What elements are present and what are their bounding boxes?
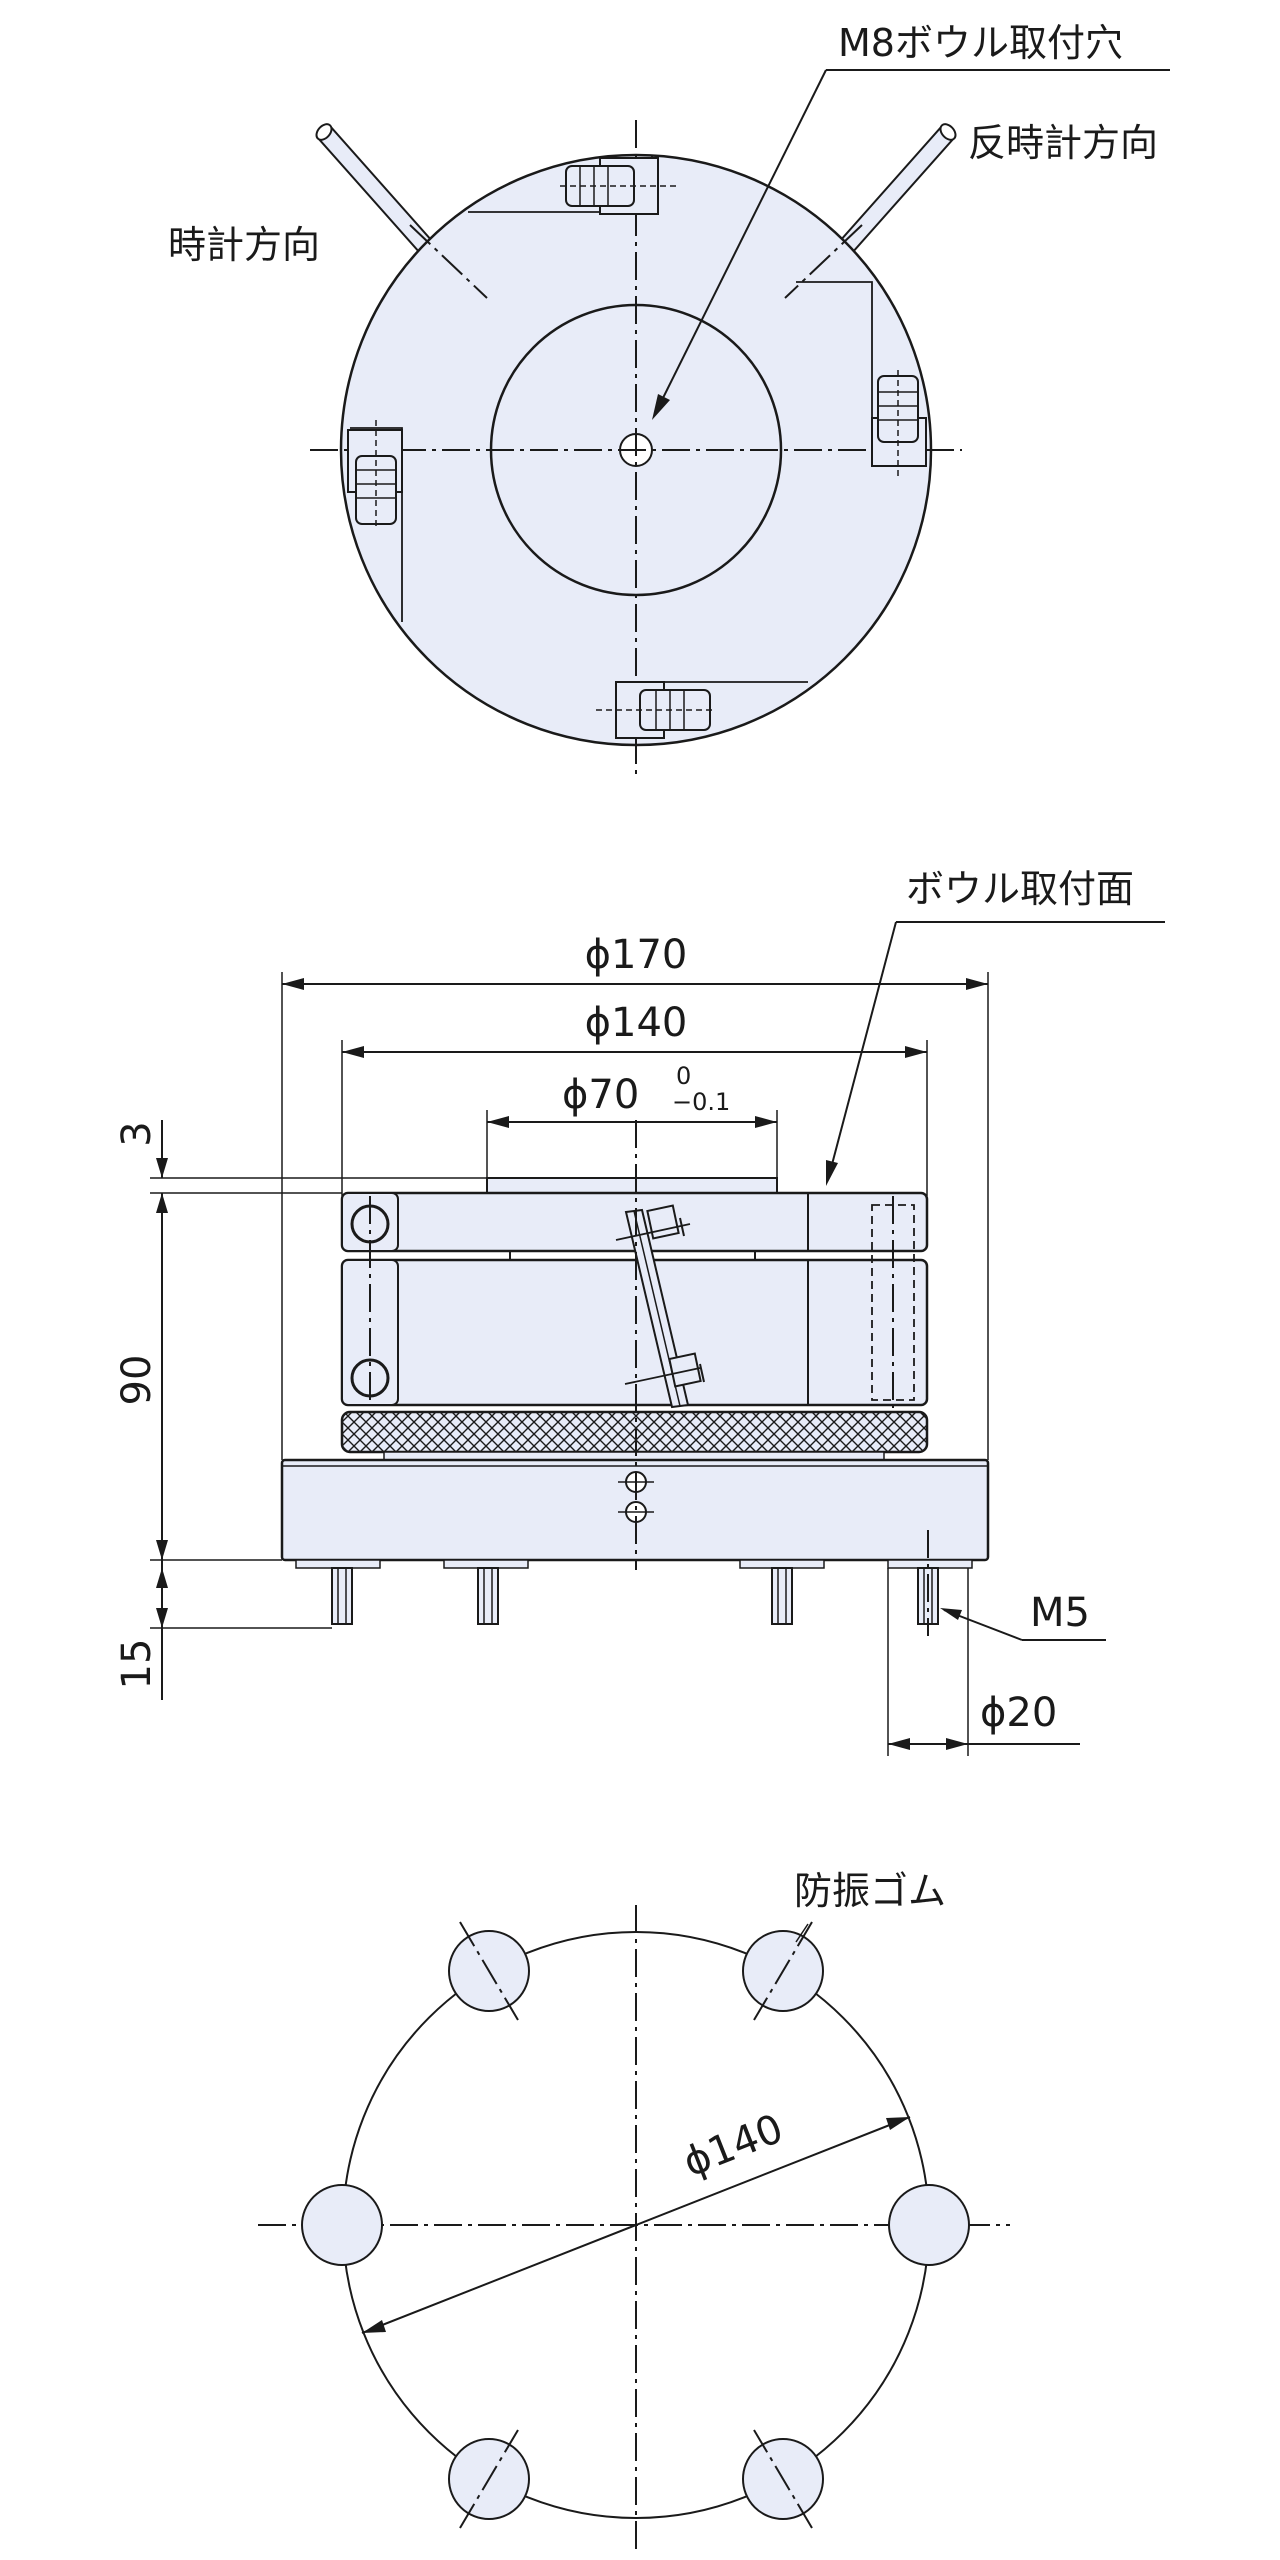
dim-dia-70: ϕ70 xyxy=(562,1072,639,1118)
knurled-band xyxy=(340,1410,929,1454)
thread-label: M5 xyxy=(1030,1590,1090,1636)
bowl-hole-label: M8ボウル取付穴 xyxy=(838,21,1123,65)
dim-dia-170: ϕ170 xyxy=(585,932,688,978)
tol-upper: 0 xyxy=(676,1062,691,1090)
lower-block xyxy=(340,1258,929,1407)
rubber-label: 防振ゴム xyxy=(794,1869,946,1913)
screw-left xyxy=(347,420,403,530)
bottom-view: ϕ140 防振ゴム xyxy=(258,1869,1010,2550)
dim-dia-20: ϕ20 xyxy=(980,1690,1057,1736)
rod-left xyxy=(315,123,442,264)
tilted-screw xyxy=(615,1204,705,1409)
screw-bottom xyxy=(596,681,716,739)
pcd-label: ϕ140 xyxy=(677,2106,789,2186)
top-collar xyxy=(486,1177,778,1194)
top-view: M8ボウル取付穴 時計方向 反時計方向 xyxy=(168,21,1170,780)
screw-right xyxy=(871,370,927,480)
rod-right xyxy=(830,123,957,264)
feet xyxy=(295,1530,973,1636)
dim-3: 3 xyxy=(114,1121,160,1146)
bowl-surface-arrow xyxy=(826,1160,838,1186)
bowl-hole-arrow xyxy=(652,394,670,420)
dim-90: 90 xyxy=(114,1355,160,1406)
tol-lower: −0.1 xyxy=(672,1088,730,1116)
dim-dia-140: ϕ140 xyxy=(585,1000,688,1046)
screw-top xyxy=(560,157,680,215)
dim-15: 15 xyxy=(114,1639,160,1690)
cw-label: 時計方向 xyxy=(168,223,320,267)
bowl-surface-label: ボウル取付面 xyxy=(906,867,1134,911)
side-view: ϕ170 ϕ140 ϕ70 0 −0.1 ボウル取付面 xyxy=(114,867,1165,1756)
ccw-label: 反時計方向 xyxy=(968,121,1158,165)
